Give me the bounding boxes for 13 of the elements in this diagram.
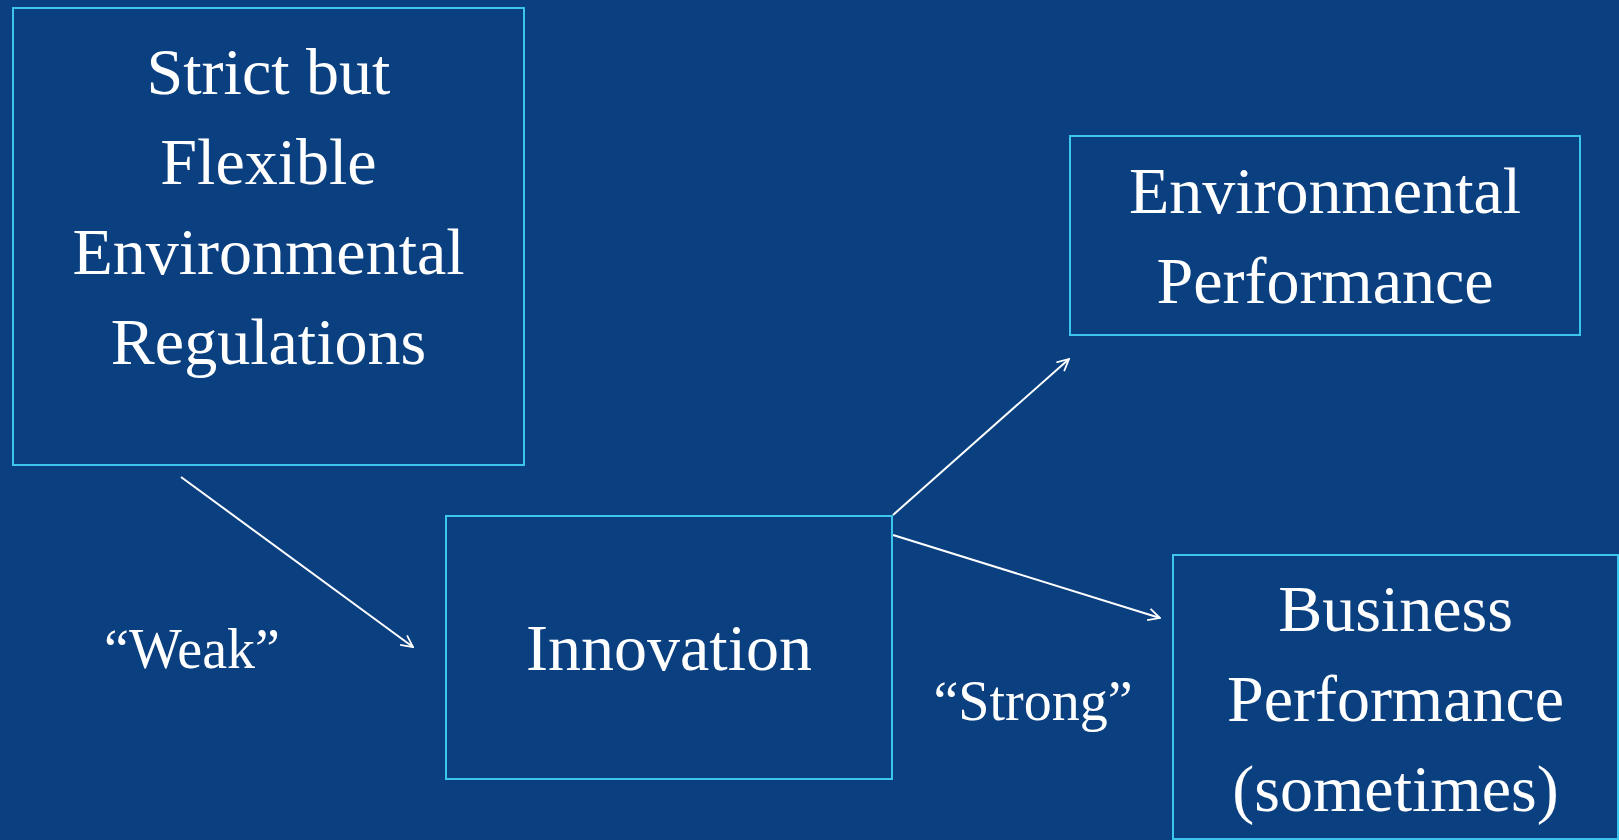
process-box [12, 7, 525, 466]
edge-label: “Weak” [104, 619, 280, 681]
edge-label: “Strong” [933, 671, 1133, 733]
arrow [892, 358, 1070, 516]
process-box [1172, 554, 1619, 840]
box-label: Environmental Performance [1127, 152, 1523, 319]
box-label: Business Performance (sometimes) [1225, 571, 1566, 827]
process-box [445, 515, 893, 780]
box-label: Innovation [526, 609, 812, 686]
arrow [892, 534, 1161, 621]
box-label: Strict but Flexible Environmental Regulations [71, 34, 466, 380]
process-box [1069, 135, 1581, 336]
arrow [180, 476, 414, 648]
